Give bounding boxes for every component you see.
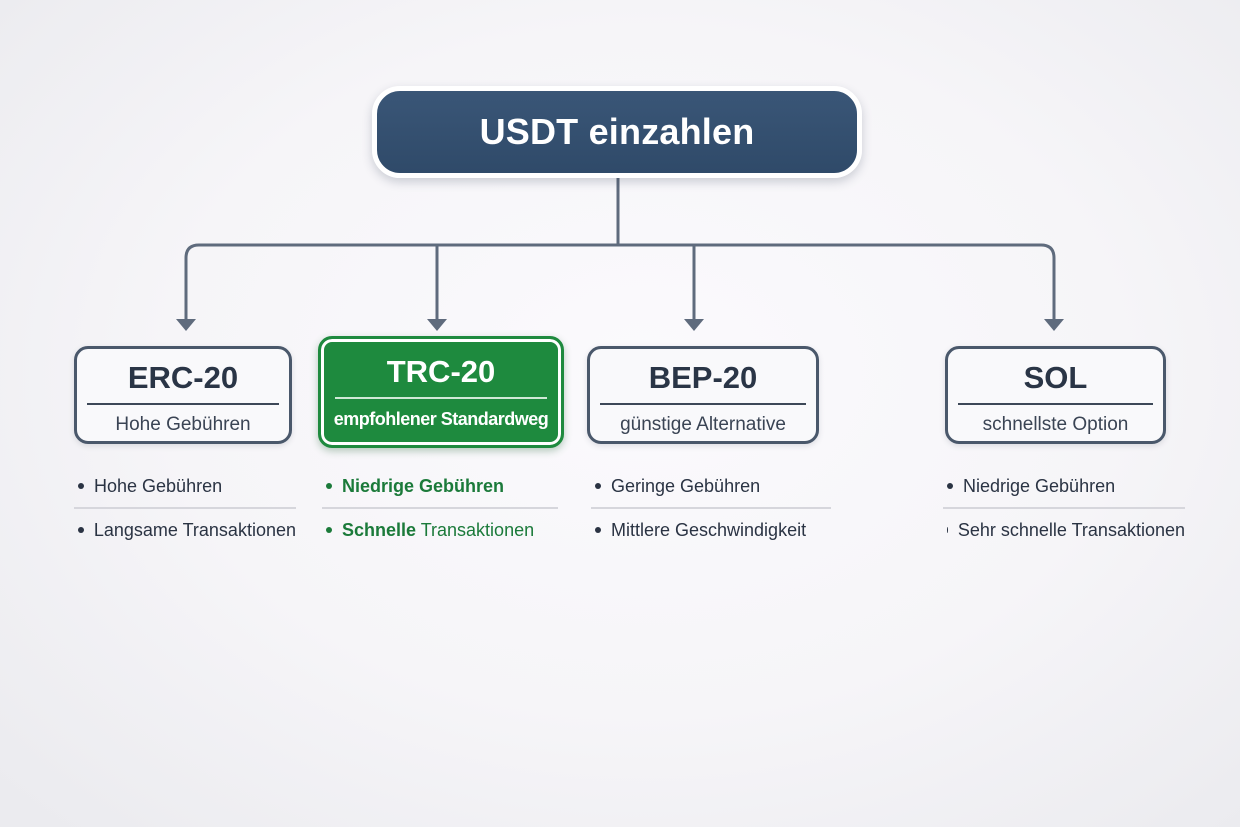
divider xyxy=(591,507,831,509)
feature-item: Geringe Gebühren xyxy=(591,465,831,507)
bullet-icon xyxy=(78,483,84,489)
divider xyxy=(87,403,279,405)
network-subtitle: empfohlener Standardweg xyxy=(333,408,549,429)
network-subtitle: schnellste Option xyxy=(982,414,1129,435)
network-subtitle: Hohe Gebühren xyxy=(115,414,251,435)
feature-item: Niedrige Gebühren xyxy=(322,465,558,507)
divider xyxy=(600,403,806,405)
bullet-icon xyxy=(947,527,948,533)
feature-item: Sehr schnelle Transaktionen xyxy=(947,520,1185,540)
divider xyxy=(335,397,547,399)
network-subtitle: günstige Alternative xyxy=(620,414,786,435)
divider xyxy=(322,507,558,509)
divider xyxy=(958,403,1153,405)
bullet-icon xyxy=(326,527,332,533)
root-node-deposit-usdt: USDT einzahlen xyxy=(372,86,862,178)
feature-item: Niedrige Gebühren xyxy=(943,465,1185,507)
feature-list-bep20: Geringe Gebühren Mittlere Geschwindigkei… xyxy=(591,465,831,551)
network-name: ERC-20 xyxy=(127,360,239,395)
diagram-title: USDT einzahlen xyxy=(479,111,755,152)
network-node-bep20: BEP-20 günstige Alternative xyxy=(587,346,819,444)
feature-list-sol: Niedrige Gebühren Sehr schnelle Transakt… xyxy=(943,465,1185,551)
feature-list-erc20: Hohe Gebühren Langsame Transaktionen xyxy=(74,465,296,551)
bullet-icon xyxy=(595,483,601,489)
bullet-icon xyxy=(78,527,84,533)
feature-item: Schnelle Transaktionen xyxy=(322,509,558,551)
network-node-sol: SOL schnellste Option xyxy=(945,346,1166,444)
divider xyxy=(74,507,296,509)
network-name: BEP-20 xyxy=(648,360,758,395)
network-name: TRC-20 xyxy=(386,354,496,389)
arrow-trc20 xyxy=(427,319,447,331)
network-name: SOL xyxy=(1023,360,1088,395)
arrow-sol xyxy=(1044,319,1064,331)
network-node-erc20: ERC-20 Hohe Gebühren xyxy=(74,346,292,444)
divider xyxy=(943,507,1185,509)
arrow-bep20 xyxy=(684,319,704,331)
feature-item: Langsame Transaktionen xyxy=(74,509,296,551)
bullet-icon xyxy=(947,483,953,489)
bullet-icon xyxy=(595,527,601,533)
feature-item: Mittlere Geschwindigkeit xyxy=(591,509,831,551)
bullet-icon xyxy=(326,483,332,489)
feature-list-trc20: Niedrige Gebühren Schnelle Transaktionen xyxy=(322,465,558,551)
arrow-erc20 xyxy=(176,319,196,331)
network-node-trc20-recommended: TRC-20 empfohlener Standardweg xyxy=(318,336,564,448)
feature-item: Hohe Gebühren xyxy=(74,465,296,507)
